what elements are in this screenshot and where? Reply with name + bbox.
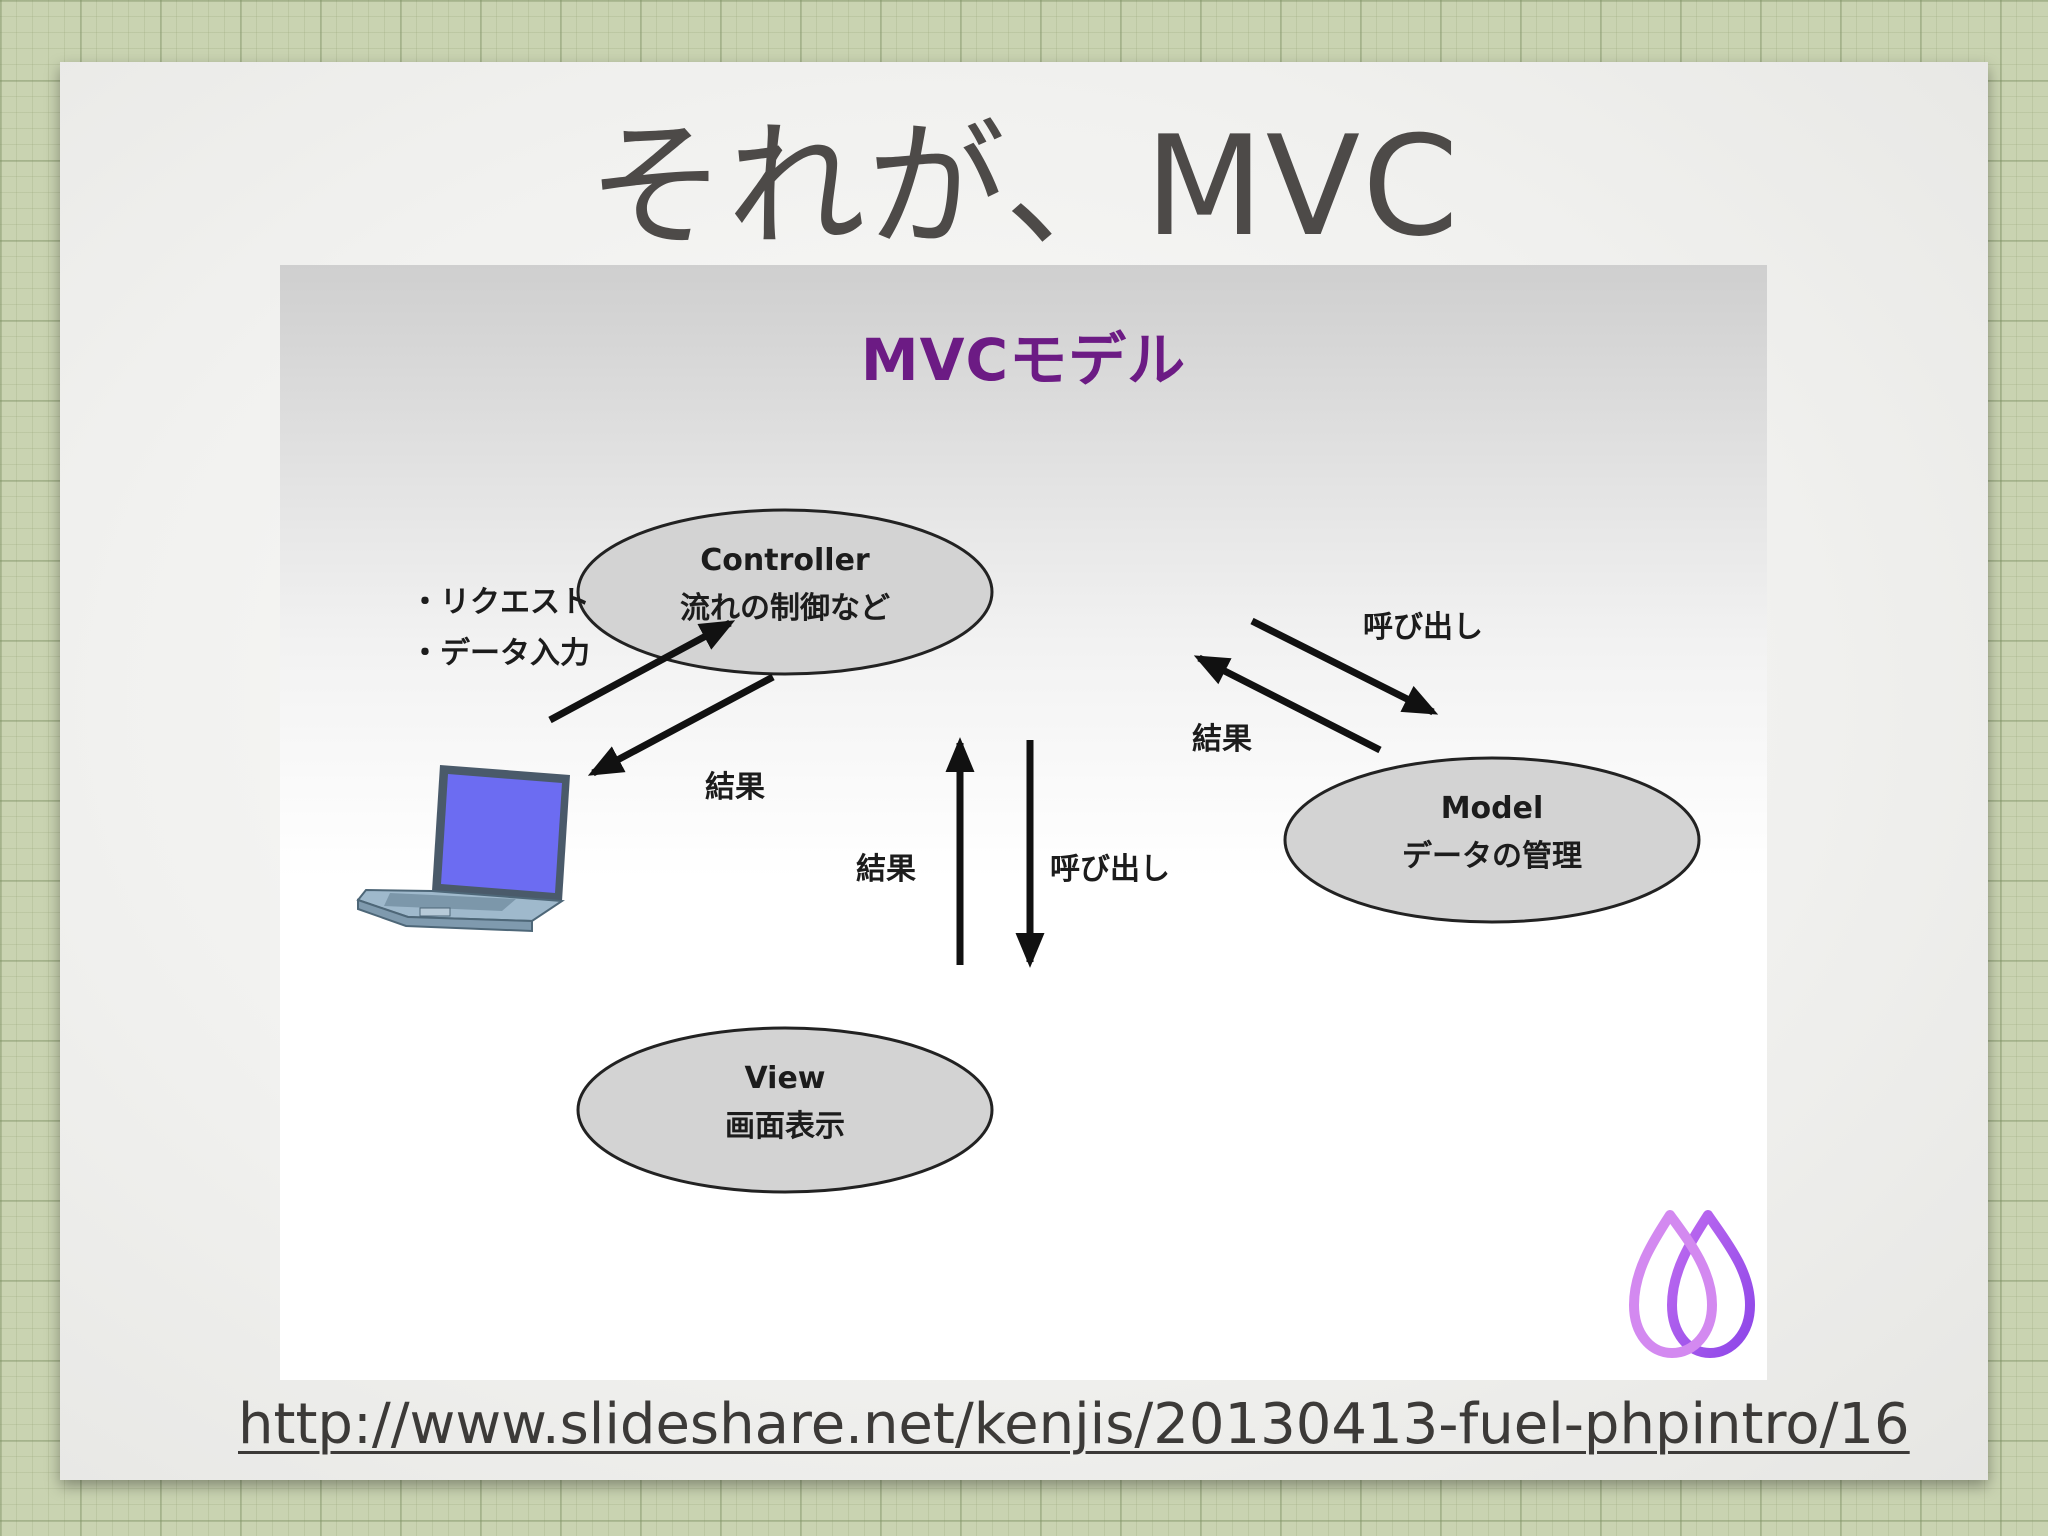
laptop-icon [356, 765, 570, 933]
controller-label: Controller 流れの制御など [610, 537, 960, 633]
arrow-controller-to-client [587, 673, 775, 777]
diagram-canvas [356, 508, 1755, 1358]
diagram-title: MVCモデル [860, 326, 1187, 394]
label-result-client: 結果 [705, 770, 765, 805]
arrow-controller-to-model [1250, 617, 1439, 716]
label-call-view: 呼び出し [1050, 852, 1170, 887]
controller-node [576, 508, 994, 676]
label-result-model: 結果 [1192, 722, 1252, 757]
arrow-client-to-controller [548, 619, 736, 724]
model-label: Model データの管理 [1317, 785, 1667, 881]
controller-desc: 流れの制御など [680, 591, 890, 626]
view-name: View [744, 1061, 826, 1096]
label-data-input-line: ・データ入力 [410, 636, 590, 671]
label-call-model: 呼び出し [1363, 610, 1483, 645]
mvc-diagram: MVCモデル Controller 流れの制御など Model データの管理 V… [280, 265, 1767, 1380]
source-link[interactable]: http://www.slideshare.net/kenjis/2013041… [238, 1392, 1910, 1457]
label-request: ・リクエスト ・データ入力 [410, 577, 590, 679]
view-node [576, 1026, 994, 1194]
model-desc: データの管理 [1402, 839, 1582, 874]
slide-title: それが、MVC [587, 106, 1461, 267]
view-desc: 画面表示 [725, 1109, 845, 1144]
model-name: Model [1440, 791, 1544, 826]
label-request-line: ・リクエスト [410, 585, 590, 620]
fuelphp-drop-logo [1629, 1210, 1755, 1358]
model-node [1283, 756, 1701, 924]
view-label: View 画面表示 [610, 1055, 960, 1151]
controller-name: Controller [700, 543, 870, 578]
arrow-model-to-controller [1193, 654, 1382, 754]
label-result-view: 結果 [856, 852, 916, 887]
